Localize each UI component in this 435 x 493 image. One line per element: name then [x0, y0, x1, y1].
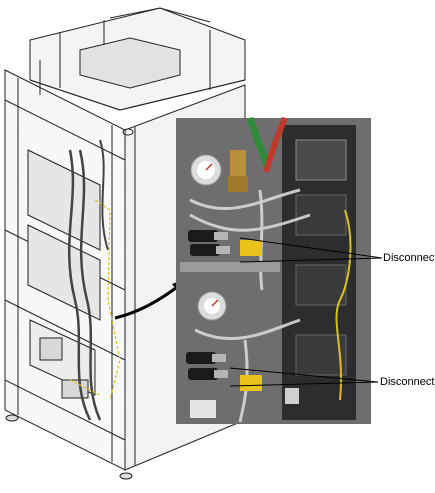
- disconnect-label-lower: Disconnect: [380, 376, 435, 388]
- warning-label: [240, 375, 262, 391]
- warning-label: [240, 240, 262, 256]
- photo-inset: [176, 116, 371, 424]
- disconnect-label-upper: Disconnect: [383, 252, 435, 264]
- callout-leaders: [229, 237, 383, 387]
- pressure-gauge-icon: [197, 291, 227, 321]
- quick-disconnect-icon: [188, 230, 230, 256]
- pressure-gauge-icon: [190, 154, 222, 186]
- arrow-icon: [114, 283, 181, 320]
- quick-disconnect-icon: [186, 352, 228, 380]
